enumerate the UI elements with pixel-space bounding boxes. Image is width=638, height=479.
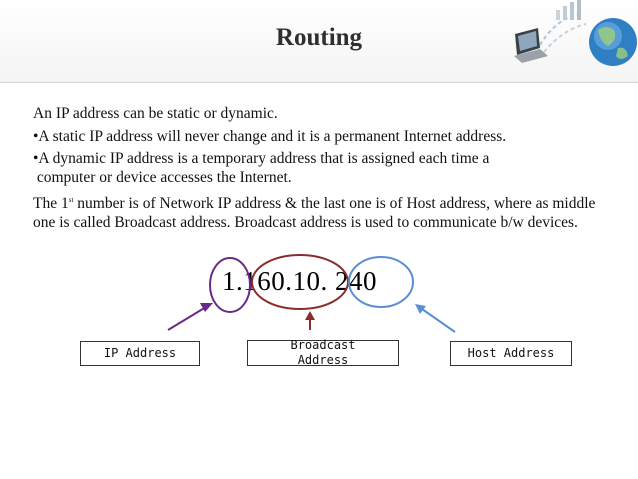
slide-header: Routing: [0, 0, 638, 83]
arrow-to-host-part: [415, 304, 456, 333]
host-part-circle: [348, 256, 414, 308]
network-part-circle: [209, 257, 251, 313]
slide-body: An IP address can be static or dynamic. …: [33, 104, 603, 235]
network-logo: [514, 0, 637, 66]
slide-title: Routing: [275, 24, 363, 51]
paragraph-static-or-dynamic: An IP address can be static or dynamic.: [33, 105, 278, 122]
paragraph-static-ip: •A static IP address will never change a…: [33, 127, 507, 145]
computer-icon: [514, 28, 548, 63]
host-address-label: Host Address: [450, 341, 572, 366]
broadcast-address-label: Broadcast Address: [247, 338, 399, 367]
ip-address-label: IP Address: [80, 341, 200, 366]
ordinal-suffix: st: [68, 195, 74, 204]
arrow-to-network-part: [167, 303, 213, 331]
broadcast-part-circle: [251, 254, 349, 310]
arrow-to-broadcast-part: [305, 311, 315, 330]
ip-parts-text-start: The 1: [33, 194, 69, 212]
paragraph-ip-parts: The 1st number is of Network IP address …: [33, 191, 603, 232]
paragraph-dynamic-ip: •A dynamic IP address is a temporary add…: [33, 150, 490, 186]
globe-icon: [589, 18, 637, 66]
ip-parts-text-rest: number is of Network IP address & the la…: [33, 194, 600, 231]
signal-arrows-icon: [539, 0, 587, 53]
